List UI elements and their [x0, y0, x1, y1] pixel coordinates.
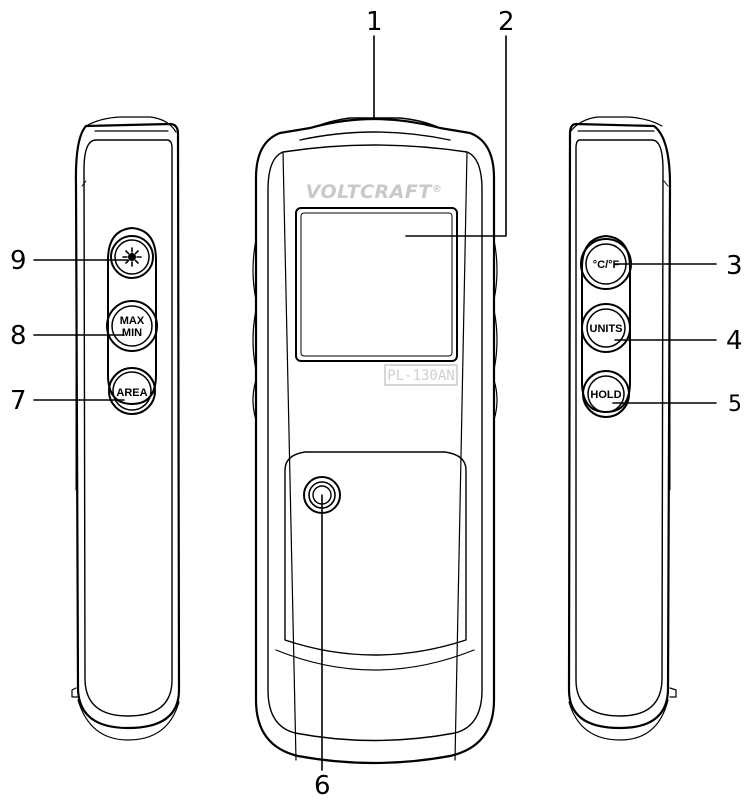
left-body-inner: [83, 139, 173, 717]
display-glass: [300, 212, 453, 357]
units-label: UNITS: [590, 323, 623, 335]
front-side-buttons-left: [252, 239, 257, 421]
callout-3: 3: [726, 251, 743, 281]
front-right-seam: [454, 151, 468, 761]
display-screen: [295, 207, 458, 362]
front-body-outline: [254, 117, 496, 765]
front-inner-frame: [267, 144, 483, 742]
brand-logo: VOLTCRAFT®: [306, 181, 443, 203]
front-left-seam: [282, 151, 297, 761]
sun-icon: [122, 247, 142, 267]
callout-5: 5: [728, 392, 742, 417]
right-body-outline: [567, 122, 672, 730]
units-button[interactable]: [581, 303, 631, 353]
max-min-button[interactable]: [106, 300, 158, 352]
front-bottom-curve: [275, 649, 475, 671]
leader-2: [405, 35, 507, 237]
left-top-cap: [85, 116, 177, 133]
hold-button[interactable]: [582, 370, 630, 418]
left-bottom-cap: [71, 687, 180, 741]
right-side-view: [567, 116, 677, 741]
leader-lines: [33, 35, 717, 771]
callout-7: 7: [10, 386, 27, 416]
callout-8: 8: [10, 321, 27, 351]
callout-1: 1: [366, 7, 383, 37]
area-label: AREA: [116, 387, 147, 399]
right-bottom-cap: [568, 687, 677, 741]
right-top-cap: [569, 116, 663, 133]
left-cap-line: [81, 180, 87, 187]
right-cap-line: [663, 180, 669, 187]
callout-4: 4: [726, 326, 743, 356]
front-top-sensor: [299, 117, 451, 141]
area-button[interactable]: [108, 367, 156, 415]
left-side-view: [71, 116, 181, 741]
hold-label: HOLD: [590, 389, 621, 401]
callout-9: 9: [10, 246, 27, 276]
callout-6: 6: [314, 771, 331, 801]
front-side-buttons-right: [493, 239, 498, 421]
left-body-outline: [74, 122, 181, 730]
backlight-button[interactable]: [110, 235, 154, 279]
model-plate: [384, 364, 458, 386]
left-button-channel: [107, 227, 157, 405]
model-label: PL-130AN: [387, 368, 454, 384]
callout-2: 2: [498, 7, 515, 37]
cf-label: °C/°F: [593, 259, 620, 271]
max-label: MAX: [120, 315, 145, 327]
front-lower-panel: [284, 451, 467, 656]
min-label: MIN: [122, 327, 142, 339]
right-body-inner: [575, 139, 664, 717]
front-view: [252, 117, 498, 765]
